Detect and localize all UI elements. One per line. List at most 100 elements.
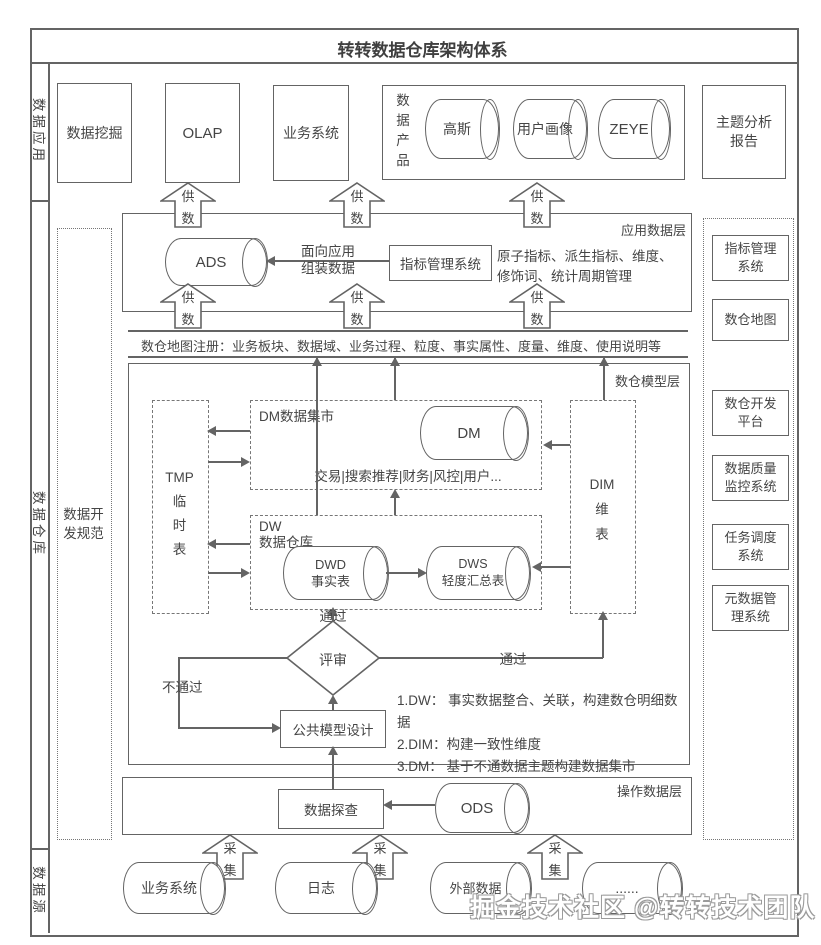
left-rail-divider — [48, 62, 50, 933]
map-band-top-line — [128, 330, 688, 332]
common-to-review-line — [332, 703, 334, 710]
dw-to-map-line — [316, 358, 318, 515]
rail-section-line-1 — [30, 200, 48, 202]
dm-to-map-line — [394, 358, 396, 400]
arrowhead-to-dim — [598, 611, 608, 620]
data-products-label: 数 据 产 品 — [396, 93, 410, 168]
tmp-to-dm-line — [208, 461, 242, 463]
feed-arrow: 供数 — [329, 182, 385, 228]
fail-label: 不通过 — [162, 680, 203, 695]
metric-to-ads-line — [274, 260, 390, 262]
tmp-temp-table-text: TMP 临 时 表 — [165, 470, 194, 557]
dim-to-dm-line — [551, 444, 570, 446]
assemble-note: 面向应用 组装数据 — [301, 244, 355, 276]
arrowhead-to-map — [390, 357, 400, 366]
rail-label-data-source: 数据源 — [31, 866, 46, 916]
arrowhead-to-dm — [390, 489, 400, 498]
block-arrow-up-icon — [509, 283, 565, 329]
arrowhead-to-dws — [532, 562, 541, 572]
block-arrow-up-icon — [509, 182, 565, 228]
ods-layer-label: 操作数据层 — [616, 784, 682, 799]
feed-arrow: 供数 — [329, 283, 385, 329]
fail-to-common-line — [178, 727, 274, 729]
model-layer-label: 数仓模型层 — [614, 374, 680, 389]
arrowhead-to-common — [328, 746, 338, 755]
arrowhead-to-review — [328, 695, 338, 704]
cylinder-source-log: 日志 — [275, 861, 378, 915]
pass-label-right: 通过 — [499, 652, 527, 667]
dw-to-dm-line — [394, 497, 396, 515]
ods-layer-box — [122, 777, 692, 835]
cylinder-gauss: 高斯 — [425, 98, 500, 160]
watermark-text: 掘金技术社区 @转转技术团队 — [470, 894, 816, 922]
tmp-to-dw-line — [208, 572, 242, 574]
dw-to-tmp-line — [216, 543, 250, 545]
ods-to-explore-line — [391, 804, 435, 806]
rail-label-data-warehouse: 数据仓库 — [31, 491, 46, 557]
rail-label-data-application: 数据应用 — [31, 98, 46, 164]
cylinder-ods: ODS — [435, 782, 530, 834]
arrowhead-to-common-design — [272, 723, 281, 733]
pass-label-top: 通过 — [319, 609, 347, 624]
dm-to-tmp-line — [216, 430, 250, 432]
feed-arrow: 供数 — [160, 182, 216, 228]
right-rail-box — [703, 218, 794, 840]
cylinder-zeye: ZEYE — [598, 98, 671, 160]
box-common-model-design: 公共模型设计 — [280, 710, 386, 748]
rail-section-line-2 — [30, 848, 48, 850]
box-data-exploration: 数据探查 — [278, 789, 384, 829]
app-data-layer-label: 应用数据层 — [620, 223, 686, 238]
feed-arrow: 供数 — [509, 182, 565, 228]
rail-box-warehouse-map: 数仓地图 — [712, 299, 789, 341]
collect-arrow: 采集 — [527, 834, 583, 880]
dm-data-mart-label: DM数据集市 — [259, 409, 334, 424]
arrowhead-to-dws — [418, 568, 427, 578]
block-arrow-up-icon — [160, 283, 216, 329]
dim-to-dws-line — [540, 566, 570, 568]
feed-arrow: 供数 — [160, 283, 216, 329]
review-label: 评审 — [319, 652, 347, 668]
rail-box-warehouse-dev-platform: 数仓开发 平台 — [712, 390, 789, 436]
collect-arrow: 采集 — [202, 834, 258, 880]
arrowhead-to-dm — [543, 440, 552, 450]
cylinder-ads: ADS — [165, 237, 268, 287]
box-topic-analysis-report: 主题分析 报告 — [702, 85, 786, 179]
block-arrow-up-icon — [329, 283, 385, 329]
block-arrow-up-icon — [352, 834, 408, 880]
app-data-layer-box — [122, 213, 692, 312]
cylinder-source-business-system: 业务系统 — [123, 861, 226, 915]
arrowhead-to-map — [312, 357, 322, 366]
rail-box-metric-management: 指标管理 系统 — [712, 235, 789, 281]
title-divider — [30, 62, 797, 64]
page-title: 转转数据仓库架构体系 — [337, 41, 508, 60]
box-business-system: 业务系统 — [273, 85, 349, 181]
dev-spec-text: 数据开 发规范 — [63, 507, 104, 541]
map-band-bottom-line — [128, 356, 688, 358]
dev-spec-box — [57, 228, 112, 840]
feed-arrow: 供数 — [509, 283, 565, 329]
pass-right-up-line — [602, 619, 604, 658]
box-metric-management-system: 指标管理系统 — [389, 245, 492, 281]
pass-right-line — [379, 657, 603, 659]
outer-border — [30, 28, 799, 937]
dim-to-map-line — [603, 358, 605, 400]
fail-down-line — [178, 657, 180, 728]
box-data-mining: 数据挖掘 — [57, 83, 132, 183]
metric-note: 原子指标、派生指标、维度、 修饰词、统计周期管理 — [497, 249, 673, 284]
cylinder-source-external-data: 外部数据 — [430, 861, 532, 915]
tmp-temp-table-box — [152, 400, 209, 614]
model-layer-box — [128, 363, 690, 765]
box-olap: OLAP — [165, 83, 240, 183]
fail-left-line — [178, 657, 288, 659]
block-arrow-up-icon — [329, 182, 385, 228]
arrowhead-to-dm — [241, 457, 250, 467]
cylinder-dwd: DWD 事实表 — [283, 545, 389, 601]
arrowhead-to-explore — [383, 800, 392, 810]
dwd-to-dws-line — [386, 572, 419, 574]
cylinder-user-profile: 用户画像 — [513, 98, 588, 160]
arrowhead-to-tmp — [207, 426, 216, 436]
block-arrow-up-icon — [160, 182, 216, 228]
rail-box-data-quality-monitor: 数据质量 监控系统 — [712, 455, 789, 501]
dim-dimension-text: DIM 维 表 — [589, 477, 615, 542]
